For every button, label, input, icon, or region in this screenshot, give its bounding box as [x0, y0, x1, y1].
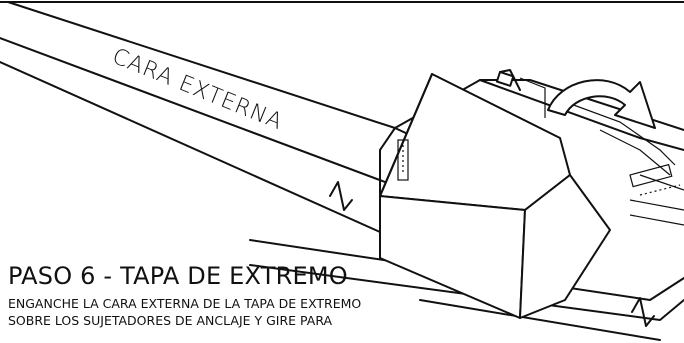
break-line-icon [631, 297, 655, 327]
anchor-clips [397, 139, 681, 196]
step-title: PASO 6 - TAPA DE EXTREMO [8, 262, 348, 290]
rotation-arrow-icon [547, 79, 656, 129]
step-line: ENGANCHE LA CARA EXTERNA DE LA TAPA DE E… [8, 296, 362, 311]
step-line: SOBRE LOS SUJETADORES DE ANCLAJE Y GIRE … [8, 313, 333, 328]
end-cap [379, 73, 611, 319]
break-line-icon [329, 181, 353, 211]
step-description: ENGANCHE LA CARA EXTERNA DE LA TAPA DE E… [8, 295, 361, 329]
